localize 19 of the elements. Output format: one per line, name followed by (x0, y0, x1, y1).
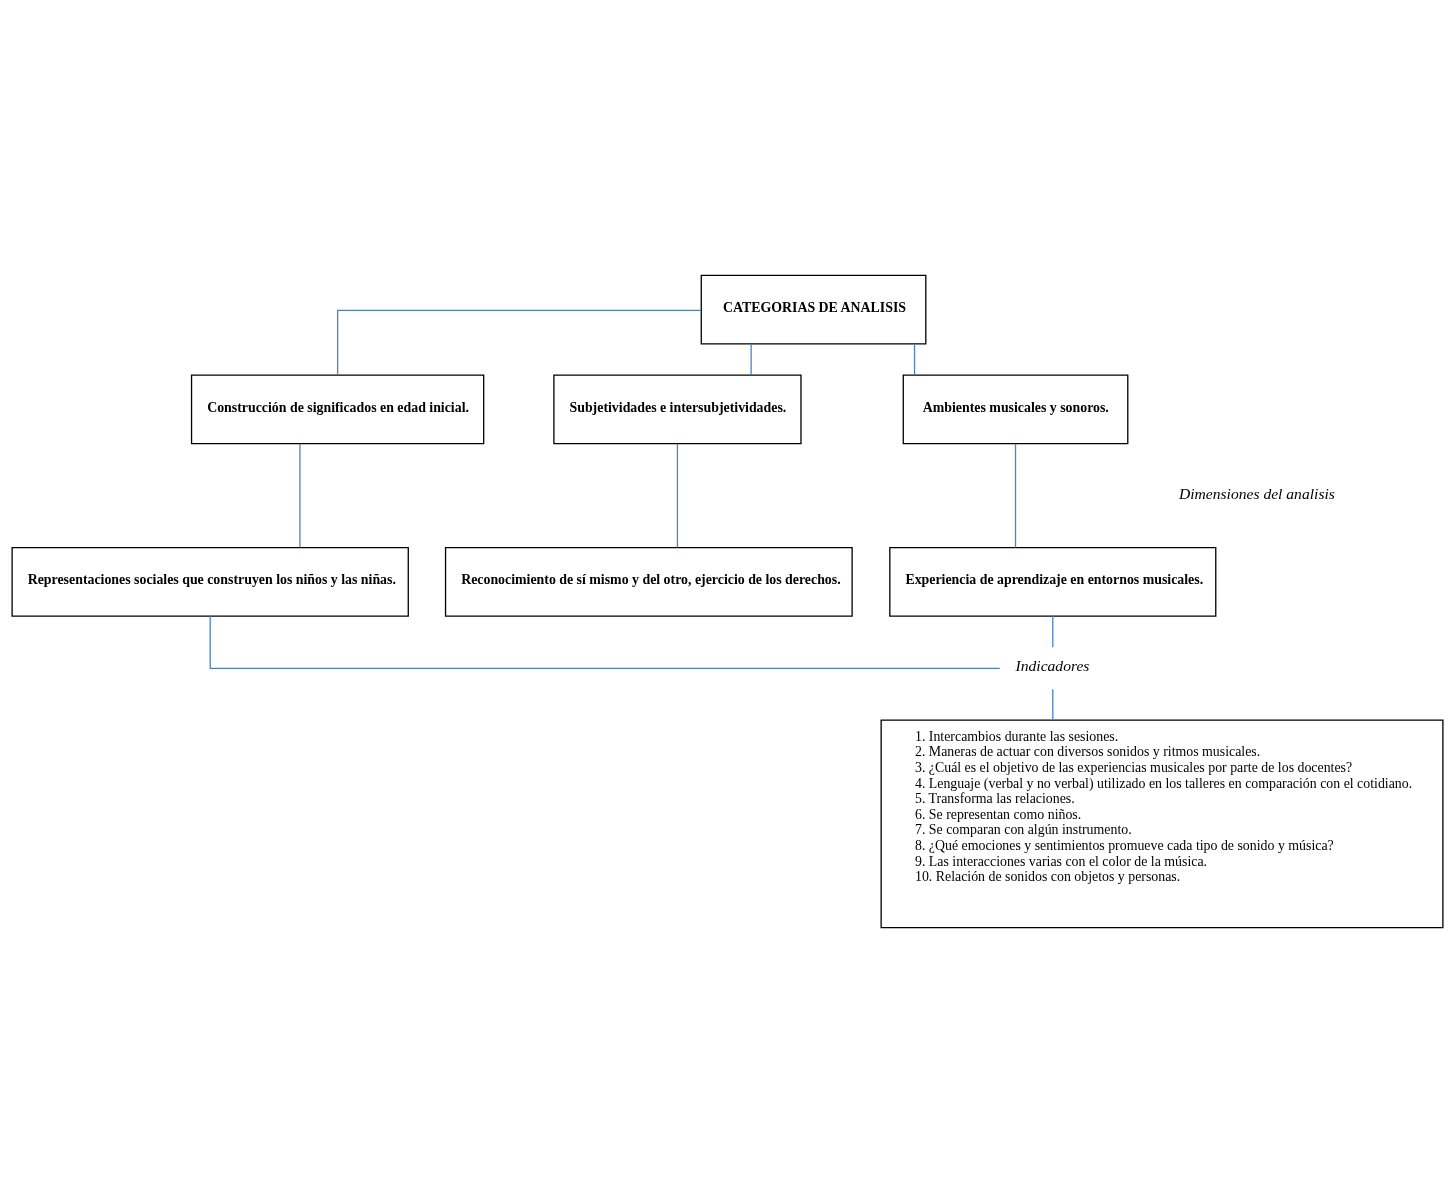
connector (299, 443, 301, 549)
node-box: Ambientes musicales y sonoros. (902, 374, 1129, 445)
node-box: Experiencia de aprendizaje en entornos musicales. (889, 547, 1217, 617)
node-text: Indicadores (1015, 657, 1090, 675)
connector (676, 443, 679, 549)
node-box: Reconocimiento de sí mismo y del otro, ejercicio de los derechos. (444, 547, 853, 617)
node-box: Subjetividades e intersubjetividades. (553, 374, 802, 445)
label: Dimensiones del analisis (1178, 484, 1335, 502)
connector (209, 615, 1001, 669)
connector (750, 343, 752, 376)
connector (336, 309, 702, 376)
node-box: Representaciones sociales que construyen los niños y las niñas. (11, 547, 409, 617)
connector (1052, 688, 1054, 721)
node-box: CATEGORIAS DE ANALISIS (700, 274, 927, 345)
connector (1014, 443, 1017, 549)
connector (913, 343, 916, 376)
node-box: 1. Intercambios durante las sesiones. 2. Maneras de actuar con diversos sonidos y ritmos musicales. 3. ¿Cuál es el objetivo de las experiencias musicales por parte de los docentes? 4. Lenguaje (verbal y no verbal) utilizado en los talleres en comparación con el cotidiano. 5. Transforma las relaciones. 6. Se representan como niños. 7. Se comparan con algún instrumento. 8. ¿Qué emociones y sentimientos promueve cada tipo de sonido y música? 9. Las interacciones varias con el color de la música. 10. Relación de sonidos con objetos y personas. (880, 719, 1444, 929)
connector (1052, 615, 1054, 648)
node-box: Construcción de significados en edad inicial. (190, 374, 485, 445)
